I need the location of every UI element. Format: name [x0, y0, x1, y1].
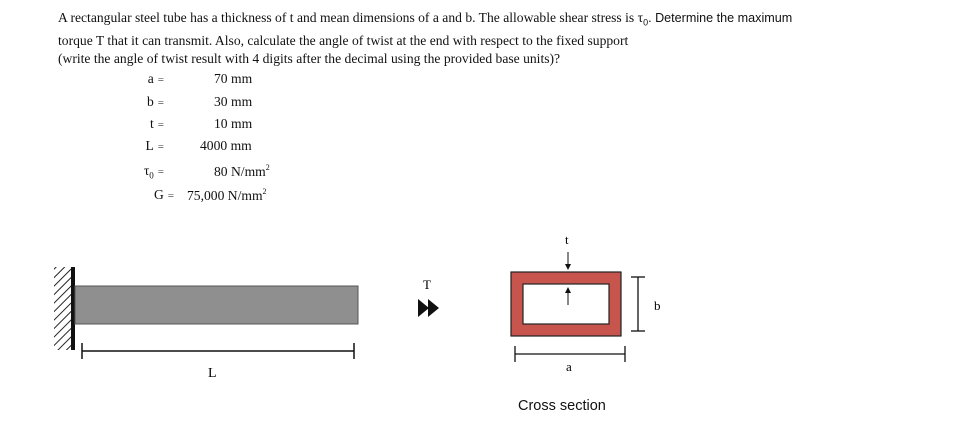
torque-arrow-icon	[418, 299, 439, 317]
cross-section	[510, 271, 622, 337]
problem-line-1: A rectangular steel tube has a thickness…	[58, 10, 793, 28]
cross-section-caption: Cross section	[518, 398, 606, 414]
height-dimension	[631, 276, 645, 332]
height-label: b	[654, 298, 661, 313]
width-dimension	[514, 346, 626, 362]
width-label: a	[566, 359, 572, 374]
problem-statement: A rectangular steel tube has a thickness…	[58, 9, 948, 68]
thickness-arrow-icon	[565, 252, 571, 305]
torque-label: T	[423, 277, 431, 292]
problem-line-3: (write the angle of twist result with 4 …	[58, 50, 561, 66]
fixed-support	[54, 267, 75, 350]
problem-line-2: torque T that it can transmit. Also, cal…	[58, 32, 629, 48]
thickness-label: t	[565, 232, 569, 247]
length-label: L	[208, 366, 217, 381]
length-dimension	[81, 343, 355, 359]
tube-beam	[74, 285, 359, 325]
